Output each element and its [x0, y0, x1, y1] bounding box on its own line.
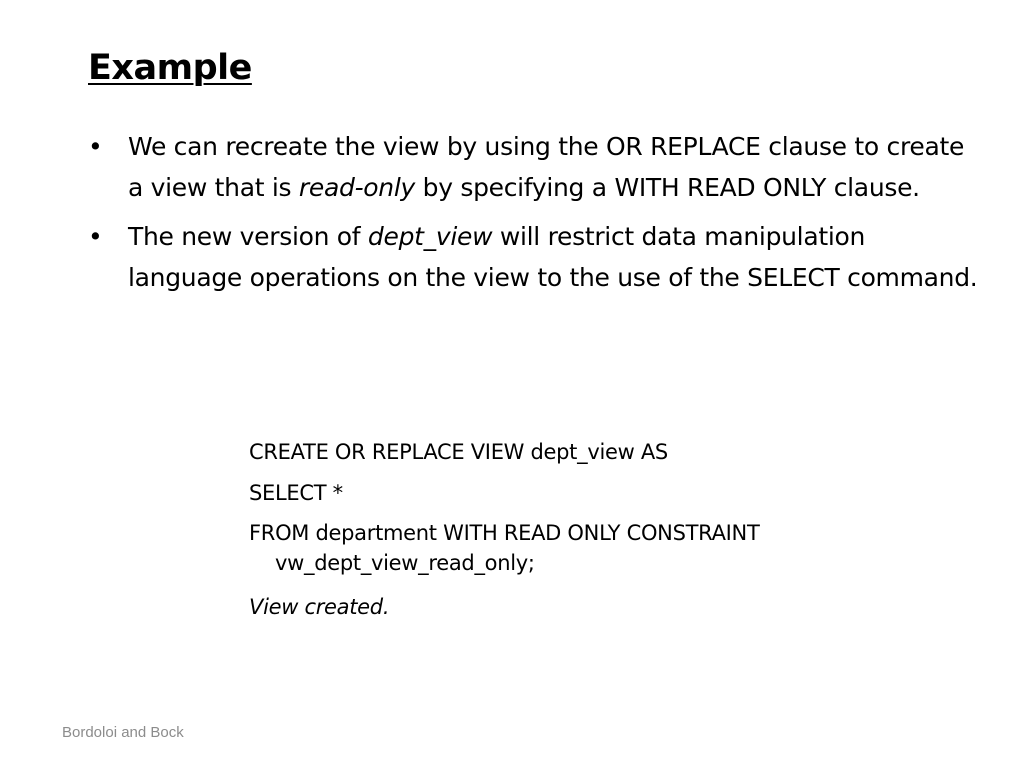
bullet-item: • We can recreate the view by using the …	[88, 126, 978, 208]
bullet-text: The new version of	[128, 222, 368, 251]
bullet-marker: •	[88, 132, 103, 161]
bullet-text: We can recreate the view by using the OR…	[128, 132, 965, 202]
slide-title: Example	[88, 48, 252, 88]
bullet-text: will restrict data manipulation language…	[128, 222, 978, 292]
footer-credit: Bordoloi and Bock	[62, 724, 184, 741]
bullet-emphasis: dept_view	[367, 222, 493, 251]
code-line-create: CREATE OR REPLACE VIEW dept_view AS	[249, 440, 668, 464]
sql-code-block: CREATE OR REPLACE VIEW dept_view AS SELE…	[249, 436, 969, 632]
bullet-marker: •	[88, 222, 103, 251]
bullet-emphasis: read-only	[298, 173, 415, 202]
code-line-from: FROM department WITH READ ONLY CONSTRAIN…	[249, 521, 760, 575]
bullet-item: • The new version of dept_view will rest…	[88, 216, 978, 298]
code-line-select: SELECT *	[249, 481, 343, 505]
bullet-list: • We can recreate the view by using the …	[88, 126, 978, 306]
code-result: View created.	[249, 595, 390, 619]
bullet-text: by specifying a WITH READ ONLY clause.	[414, 173, 921, 202]
